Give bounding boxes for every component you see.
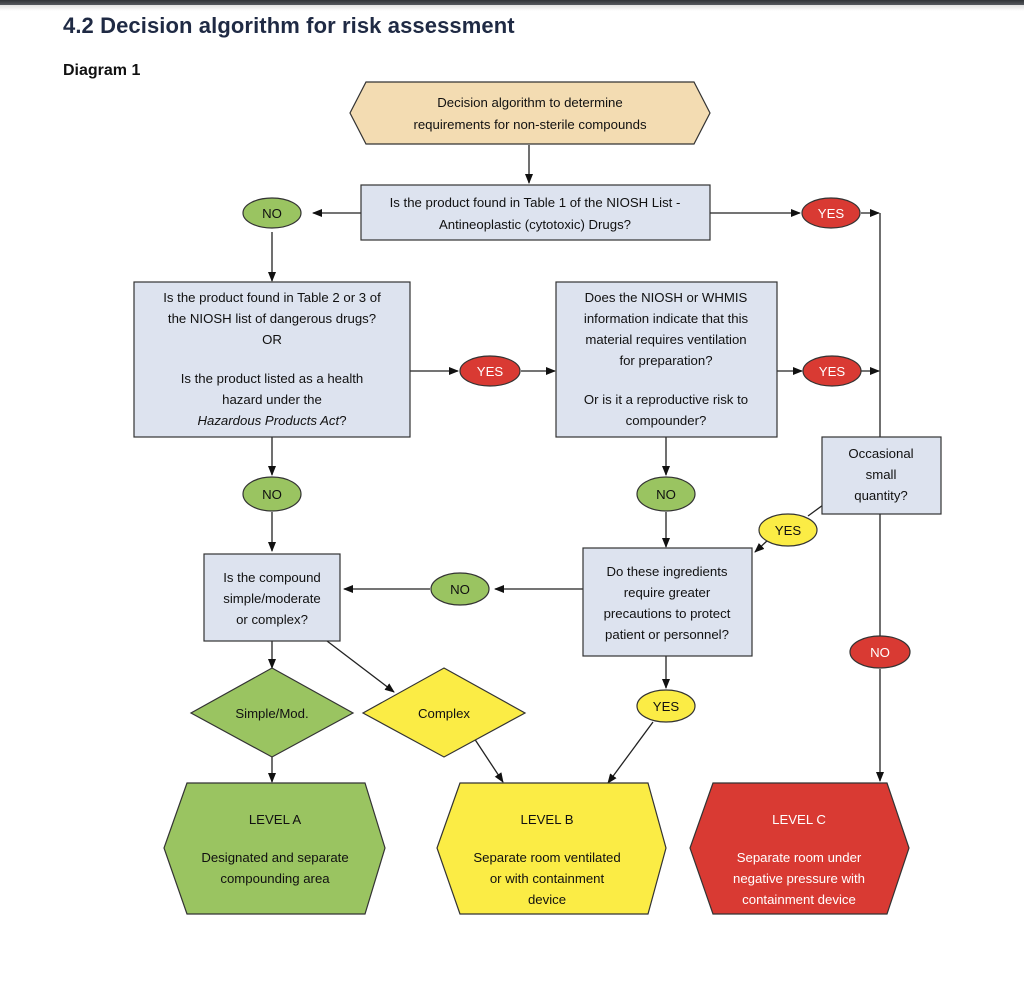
level-c-line-3: containment device [742,892,856,907]
badge-q6-yes-text: YES [653,699,680,714]
badge-q2-yes-text: YES [477,364,504,379]
decision-complex: Complex [361,667,527,758]
badge-q3-yes: YES [802,355,862,387]
badge-q1-yes-text: YES [818,206,845,221]
q3-line-2: information indicate that this [584,311,749,326]
question-greater-precautions: Do these ingredients require greater pre… [582,547,753,657]
connectors [268,145,884,784]
q2-line-6: hazard under the [222,392,322,407]
badge-q4-yes-text: YES [775,523,802,538]
window-top-bar [0,0,1024,5]
badge-q2-no-text: NO [262,487,282,502]
outcome-level-c: LEVEL C Separate room under negative pre… [689,782,910,915]
badge-q6-no-text: NO [450,582,470,597]
level-a-line-1: Designated and separate [201,850,348,865]
level-b-line-3: device [528,892,566,907]
connector-q6yes-levelb [607,721,654,784]
complex-label: Complex [418,706,470,721]
start-node-line-1: Decision algorithm to determine [437,95,622,110]
badge-q4-no-text: NO [870,645,890,660]
q4-line-3: quantity? [854,488,908,503]
question-niosh-table2-3-or-hpa: Is the product found in Table 2 or 3 of … [133,281,411,438]
q2-line-5: Is the product listed as a health [181,371,364,386]
start-node: Decision algorithm to determine requirem… [349,81,711,145]
badge-q4-no: NO [849,635,911,669]
q2-line-7: Hazardous Products Act? [197,413,346,428]
q6-line-4: patient or personnel? [605,627,729,642]
connector-complex-levelb [473,737,504,783]
q4-line-1: Occasional [848,446,913,461]
q3-line-1: Does the NIOSH or WHMIS [585,290,748,305]
outcome-level-a: LEVEL A Designated and separate compound… [163,782,386,915]
q5-line-2: simple/moderate [223,591,320,606]
badge-q1-no-text: NO [262,206,282,221]
connector-q4yes-q6 [754,539,769,553]
q5-line-1: Is the compound [223,570,321,585]
question-niosh-table1: Is the product found in Table 1 of the N… [360,184,711,241]
level-c-line-1: Separate room under [737,850,862,865]
q1-line-2: Antineoplastic (cytotoxic) Drugs? [439,217,631,232]
level-c-title: LEVEL C [772,812,826,827]
level-a-title: LEVEL A [249,812,302,827]
simple-moderate-label: Simple/Mod. [235,706,308,721]
level-a-line-2: compounding area [220,871,330,886]
badge-q3-no-text: NO [656,487,676,502]
question-ventilation-or-reproductive-risk: Does the NIOSH or WHMIS information indi… [555,281,778,438]
q6-line-2: require greater [624,585,711,600]
q1-line-1: Is the product found in Table 1 of the N… [390,195,681,210]
badge-q3-no: NO [636,476,696,512]
start-node-line-2: requirements for non-sterile compounds [413,117,646,132]
q3-line-6: Or is it a reproductive risk to [584,392,748,407]
q3-line-4: for preparation? [619,353,712,368]
badge-q2-yes: YES [459,355,521,387]
q3-line-3: material requires ventilation [585,332,746,347]
q2-act-suffix: ? [339,413,346,428]
badge-q4-yes: YES [758,513,818,547]
q3-line-7: compounder? [626,413,707,428]
level-b-line-2: or with containment [490,871,605,886]
q6-line-3: precautions to protect [604,606,731,621]
question-occasional-small-quantity: Occasional small quantity? [821,436,942,515]
decision-simple-moderate: Simple/Mod. [189,667,355,758]
badge-q1-yes: YES [801,197,861,229]
badge-q6-no: NO [430,572,490,606]
level-c-line-2: negative pressure with [733,871,865,886]
badge-q1-no: NO [242,197,302,229]
badge-q6-yes: YES [636,689,696,723]
question-compound-complexity: Is the compound simple/moderate or compl… [203,553,341,642]
connector-q4-yes [807,504,824,517]
level-b-line-1: Separate room ventilated [473,850,620,865]
q2-act-name: Hazardous Products Act [197,413,340,428]
badge-q3-yes-text: YES [819,364,846,379]
section-title: 4.2 Decision algorithm for risk assessme… [63,13,515,38]
level-b-title: LEVEL B [520,812,573,827]
q5-line-3: or complex? [236,612,308,627]
q4-line-2: small [866,467,897,482]
outcome-level-b: LEVEL B Separate room ventilated or with… [436,782,667,915]
q2-line-2: the NIOSH list of dangerous drugs? [168,311,376,326]
window-top-shadow [0,5,1024,11]
diagram-label: Diagram 1 [63,62,141,79]
q2-line-1: Is the product found in Table 2 or 3 of [163,290,381,305]
connector-q5-complex [326,640,395,693]
q6-line-1: Do these ingredients [607,564,728,579]
q2-line-3: OR [262,332,282,347]
badge-q2-no: NO [242,476,302,512]
